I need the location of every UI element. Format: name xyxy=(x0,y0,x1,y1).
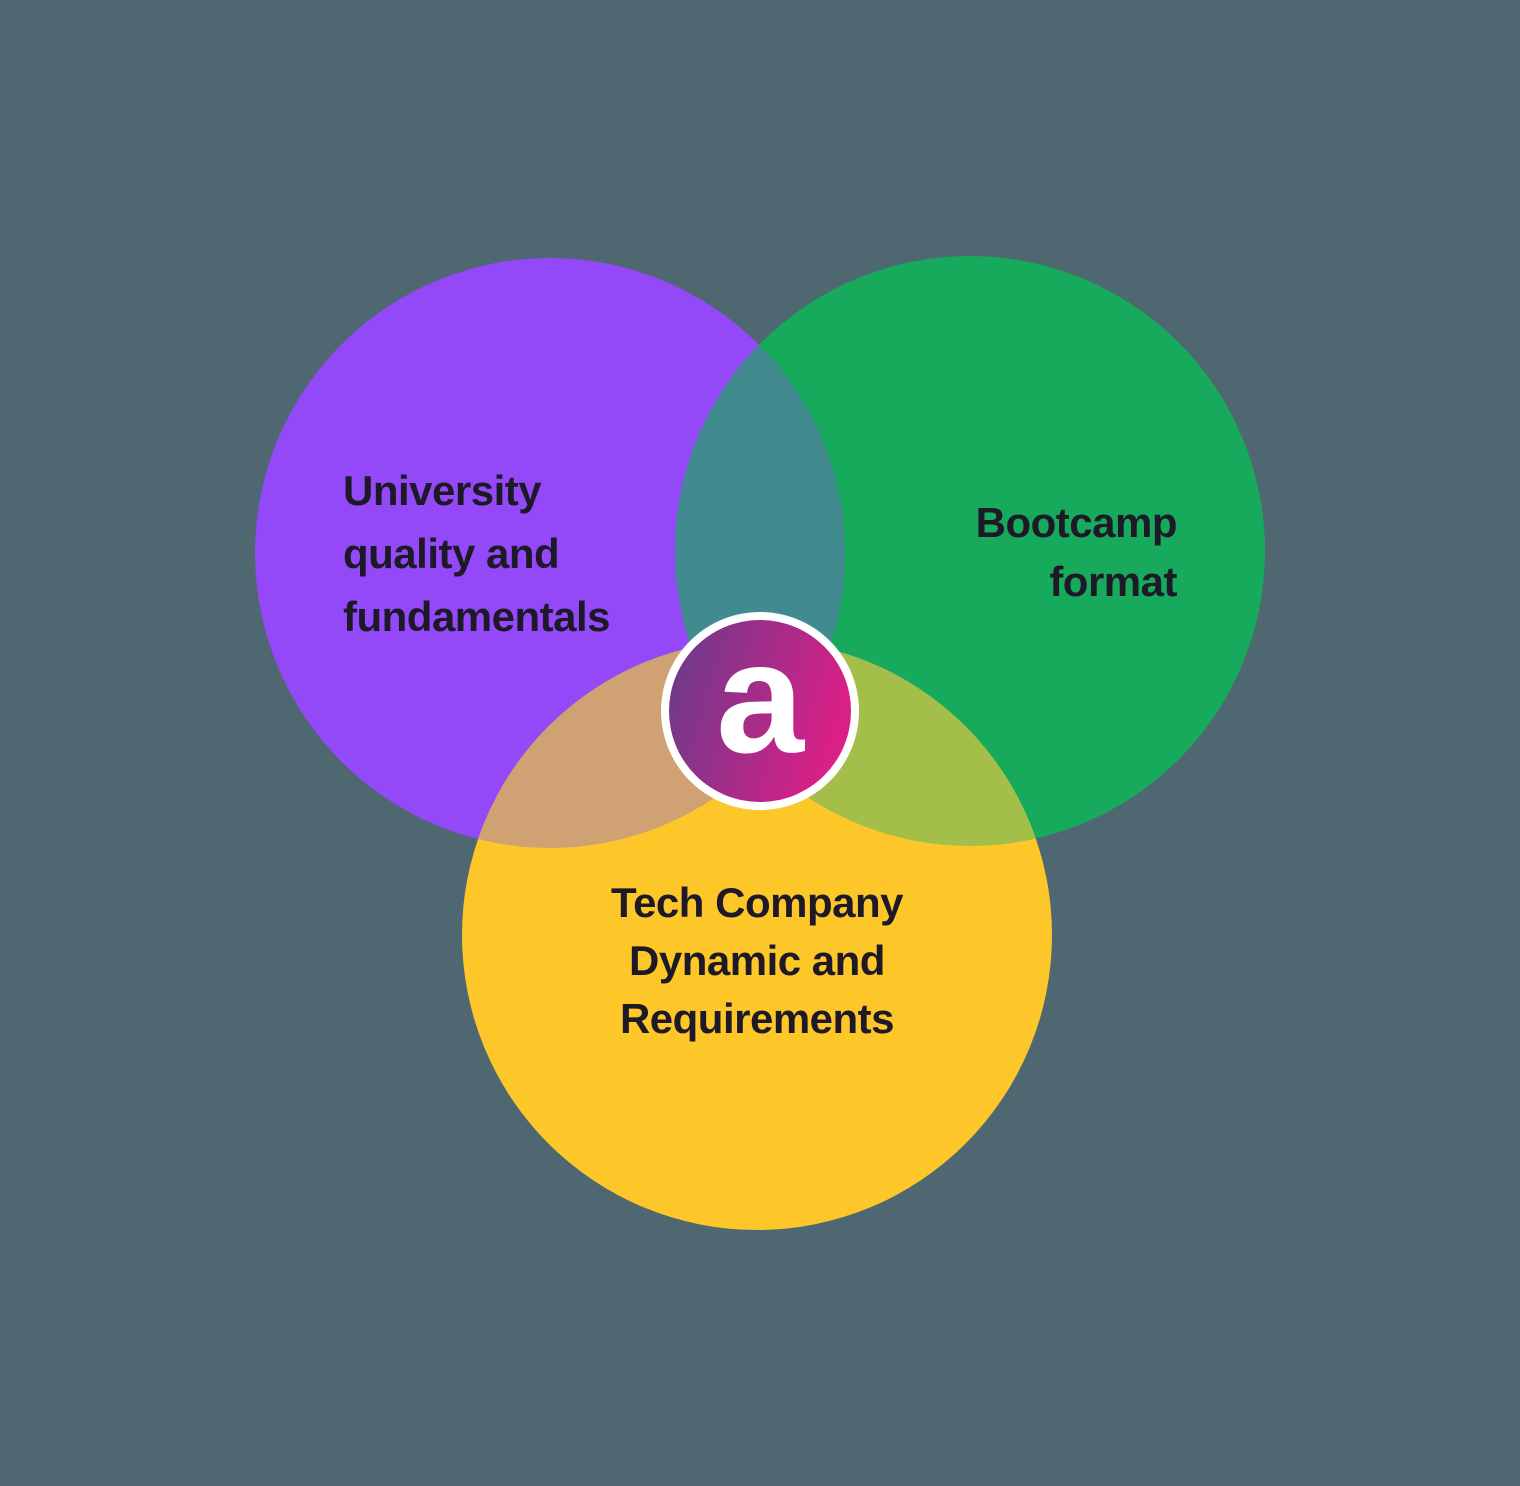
label-tech-company-line-2: Dynamic and xyxy=(629,937,885,984)
logo-badge: a xyxy=(661,610,859,810)
label-university-line-1: University xyxy=(343,467,542,514)
label-bootcamp-line-1: Bootcamp xyxy=(976,499,1177,546)
overlap-university-tech xyxy=(462,640,845,848)
label-university-line-3: fundamentals xyxy=(343,593,610,640)
label-university: University quality and fundamentals xyxy=(343,467,611,640)
label-tech-company: Tech Company Dynamic and Requirements xyxy=(611,879,905,1042)
label-bootcamp-line-2: format xyxy=(1049,558,1177,605)
label-bootcamp: Bootcamp format xyxy=(976,499,1178,605)
overlap-bootcamp-tech xyxy=(675,640,1052,846)
label-tech-company-line-3: Requirements xyxy=(620,995,894,1042)
logo-letter: a xyxy=(716,610,805,786)
label-university-line-2: quality and xyxy=(343,530,559,577)
logo-circle xyxy=(669,620,851,802)
label-tech-company-line-1: Tech Company xyxy=(611,879,904,926)
